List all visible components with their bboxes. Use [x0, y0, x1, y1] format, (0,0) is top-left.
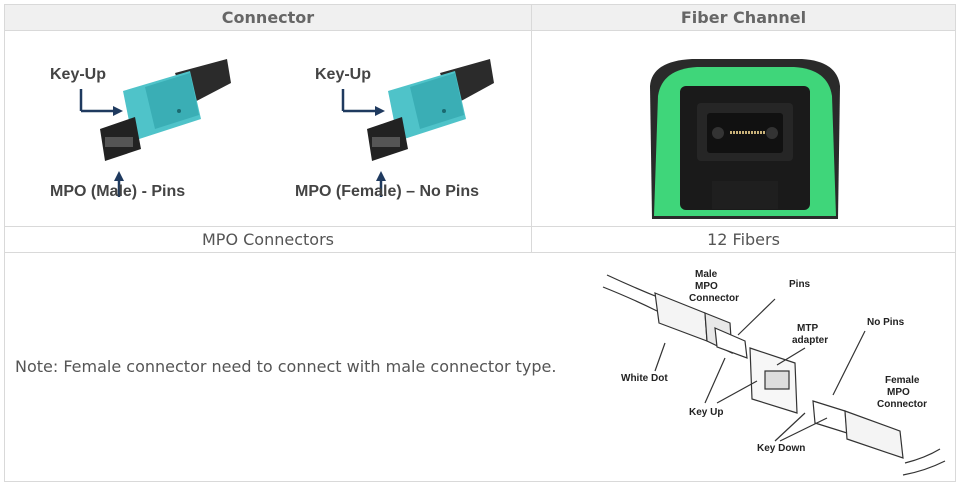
female-caption-label: MPO (Female) – No Pins: [295, 183, 480, 200]
male-mpo-label-2: MPO: [695, 281, 718, 292]
male-connector-graphic: [100, 59, 231, 161]
white-dot-label: White Dot: [621, 373, 668, 384]
female-key-up-label: Key-Up: [315, 66, 372, 83]
connector-image-cell: Key-Up Key-Up MPO (Male) - Pins MPO (Fem…: [4, 30, 532, 227]
note-text: Note: Female connector need to connect w…: [15, 357, 557, 376]
comparison-table: Connector Fiber Channel: [4, 4, 956, 482]
male-key-up-label: Key-Up: [50, 66, 107, 83]
female-mpo-label-1: Female: [885, 375, 920, 386]
mpo-connectors-illustration: [79, 59, 494, 197]
female-mpo-label-3: Connector: [877, 399, 927, 410]
fiber-image-cell: [531, 30, 956, 227]
key-up-arrows: [79, 89, 386, 197]
note-row: Note: Female connector need to connect w…: [4, 252, 956, 482]
no-pins-label: No Pins: [867, 317, 905, 328]
mtp-adapter-label-2: adapter: [792, 335, 828, 346]
male-mpo-label-1: Male: [695, 269, 718, 280]
male-mpo-label-3: Connector: [689, 293, 739, 304]
female-connector-graphic: [367, 59, 494, 161]
connector-header: Connector: [4, 4, 532, 31]
male-caption-label: MPO (Male) - Pins: [50, 183, 186, 200]
connector-caption: MPO Connectors: [4, 226, 532, 253]
key-up-label: Key Up: [689, 407, 723, 418]
fiber-port-illustration: [650, 59, 840, 219]
pins-label: Pins: [789, 279, 811, 290]
mtp-adapter-label-1: MTP: [797, 323, 818, 334]
fiber-channel-header: Fiber Channel: [531, 4, 956, 31]
female-mpo-label-2: MPO: [887, 387, 910, 398]
connection-diagram: Male MPO Connector Pins MTP adapter No P…: [602, 269, 946, 476]
fiber-caption: 12 Fibers: [531, 226, 956, 253]
key-down-label: Key Down: [757, 443, 805, 454]
